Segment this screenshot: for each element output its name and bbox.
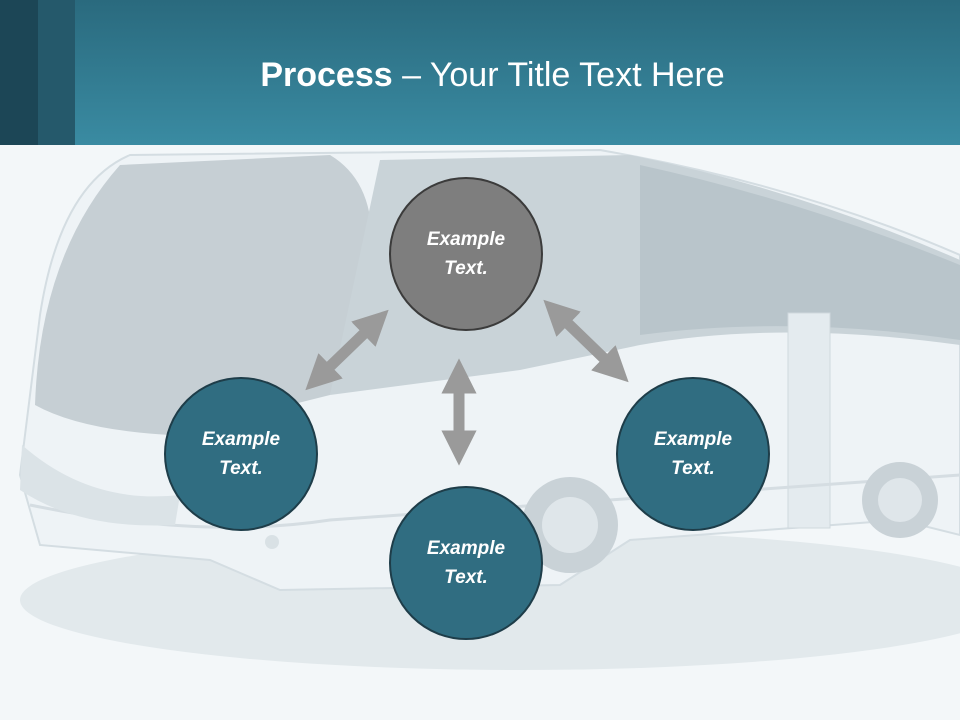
node-bottom-line1: Example [426, 538, 506, 559]
title-bold-part: Process [260, 56, 393, 94]
node-left-line2: Text. [219, 458, 263, 479]
node-left-line1: Example [201, 429, 281, 450]
title-rest-part: – Your Title Text Here [392, 56, 725, 94]
process-node-top: Example Text. [389, 177, 543, 331]
banner-accent-dark [0, 0, 38, 145]
arrow-top-left [305, 309, 389, 391]
slide-title: Process – Your Title Text Here [0, 54, 960, 96]
process-node-left: Example Text. [164, 377, 318, 531]
node-top-line1: Example [426, 229, 506, 250]
node-right-line2: Text. [671, 458, 715, 479]
process-node-bottom: Example Text. [389, 486, 543, 640]
arrow-top-right [543, 299, 629, 383]
node-bottom-line2: Text. [444, 567, 488, 588]
title-banner: Process – Your Title Text Here [0, 0, 960, 145]
node-right-line1: Example [653, 429, 733, 450]
process-node-right: Example Text. [616, 377, 770, 531]
node-top-line2: Text. [444, 258, 488, 279]
banner-accent-mid [38, 0, 75, 145]
